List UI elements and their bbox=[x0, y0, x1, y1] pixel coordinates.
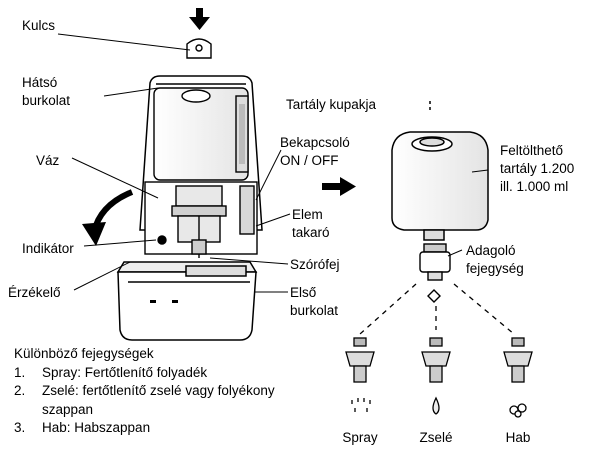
label-elem-2: takaró bbox=[292, 225, 330, 240]
label-indikator: Indikátor bbox=[22, 241, 74, 256]
list-item-text: Spray: Fertőtlenítő folyadék bbox=[42, 364, 208, 380]
label-bekapcsolo-2: ON / OFF bbox=[280, 153, 339, 168]
gel-head-part bbox=[421, 337, 451, 415]
list-item: 2. Zselé: fertőtlenítő zselé vagy folyék… bbox=[14, 382, 275, 401]
list-item-number: 1. bbox=[14, 364, 26, 380]
label-kulcs: Kulcs bbox=[22, 18, 56, 33]
label-elso-1: Első bbox=[290, 285, 317, 300]
list-item: 1. Spray: Fertőtlenítő folyadék bbox=[14, 364, 275, 383]
dosing-unit-part bbox=[419, 243, 451, 303]
label-tolt-3: ill. 1.000 ml bbox=[500, 179, 569, 194]
label-tartaly-kupakja: Tartály kupakja bbox=[286, 97, 377, 112]
label-elso-2: burkolat bbox=[290, 303, 339, 318]
key-part bbox=[186, 38, 212, 59]
caption-foam: Hab bbox=[505, 430, 531, 445]
label-erzekelo: Érzékelő bbox=[8, 285, 61, 300]
heads-list: Különböző fejegységek 1. Spray: Fertőtle… bbox=[14, 345, 275, 438]
label-szorofej: Szórófej bbox=[290, 257, 340, 272]
list-item-continuation: szappan bbox=[42, 401, 94, 417]
right-arrow-icon bbox=[322, 177, 356, 196]
guide-lines bbox=[359, 283, 515, 335]
label-tolt-2: tartály 1.200 bbox=[500, 161, 575, 176]
caption-spray: Spray bbox=[342, 430, 378, 445]
label-adagolo-2: fejegység bbox=[466, 261, 524, 276]
label-hatso-2: burkolat bbox=[22, 93, 71, 108]
frame-part bbox=[144, 181, 258, 258]
foam-head-part bbox=[503, 337, 533, 418]
label-tolt-1: Feltölthető bbox=[500, 143, 564, 158]
down-arrow-icon bbox=[189, 8, 210, 30]
front-cover-part bbox=[116, 261, 258, 341]
spray-head-part bbox=[345, 337, 375, 412]
label-vaz: Váz bbox=[36, 153, 60, 168]
list-item-text: Zselé: fertőtlenítő zselé vagy folyékony bbox=[42, 383, 275, 398]
list-item-text: Hab: Habszappan bbox=[42, 420, 151, 435]
list-item: 3. Hab: Habszappan bbox=[14, 419, 275, 438]
caption-gel: Zselé bbox=[419, 430, 453, 445]
rotate-arrow-icon bbox=[82, 189, 134, 246]
tank-in-housing bbox=[153, 87, 249, 181]
heads-list-title: Különböző fejegységek bbox=[14, 346, 154, 361]
list-item-number: 3. bbox=[14, 420, 26, 435]
leader-lines bbox=[57, 33, 489, 293]
list-item-number: 2. bbox=[14, 383, 26, 398]
refill-tank-part bbox=[391, 98, 489, 241]
label-elem-1: Elem bbox=[292, 207, 323, 222]
label-hatso-1: Hátsó bbox=[22, 75, 58, 90]
label-adagolo-1: Adagoló bbox=[466, 243, 516, 258]
label-bekapcsolo-1: Bekapcsoló bbox=[280, 135, 350, 150]
